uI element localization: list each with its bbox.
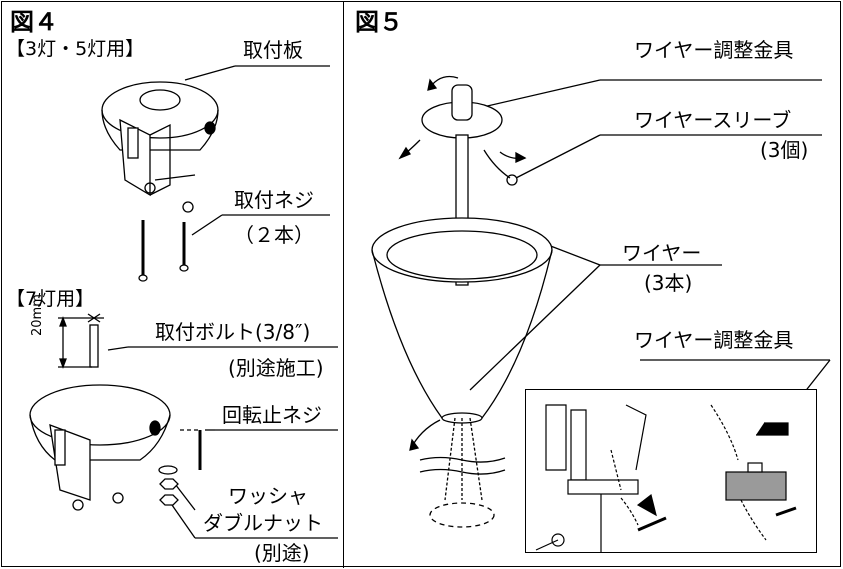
wire-adjuster-label: ワイヤー調整金具 <box>634 38 794 62</box>
canopy-3-5-light <box>101 81 219 213</box>
section-3-5-light: 【3灯・5灯用】 <box>6 38 145 60</box>
inset-wire-adjuster-label: ワイヤー調整金具 <box>634 328 794 352</box>
washer-label: ワッシャ <box>228 484 308 508</box>
mounting-plate-label: 取付板 <box>243 38 303 62</box>
wire-sleeve-label: ワイヤースリーブ <box>634 108 792 132</box>
mounting-bolt-note: (別途施工) <box>228 356 324 380</box>
rotation-stop-screw-label: 回転止ネジ <box>222 403 322 427</box>
mounting-bolt-label: 取付ボルト(3/8″) <box>155 320 311 344</box>
wire-count: (3本) <box>644 271 693 295</box>
separate-note: (別途) <box>254 541 310 565</box>
pendant-fixture <box>371 75 553 528</box>
panel-divider <box>343 1 344 568</box>
wire-label: ワイヤー <box>622 241 702 265</box>
canopy-7-light <box>29 384 202 511</box>
mounting-screw-label: 取付ネジ <box>234 188 314 212</box>
figure-5-title: 図５ <box>355 8 403 36</box>
double-nut-label: ダブルナット <box>203 511 323 535</box>
mounting-screw-count: （２本） <box>234 223 314 247</box>
fig4-leader-lines <box>107 65 338 539</box>
section-7-light: 【7灯用】 <box>6 288 95 310</box>
adjuster-detail-inset <box>525 389 817 553</box>
figure-4-title: 図４ <box>10 8 58 36</box>
inset-artwork <box>535 404 797 552</box>
wire-sleeve-count: (3個) <box>760 138 809 162</box>
mounting-screws <box>138 220 189 282</box>
mounting-bolt <box>58 313 104 369</box>
